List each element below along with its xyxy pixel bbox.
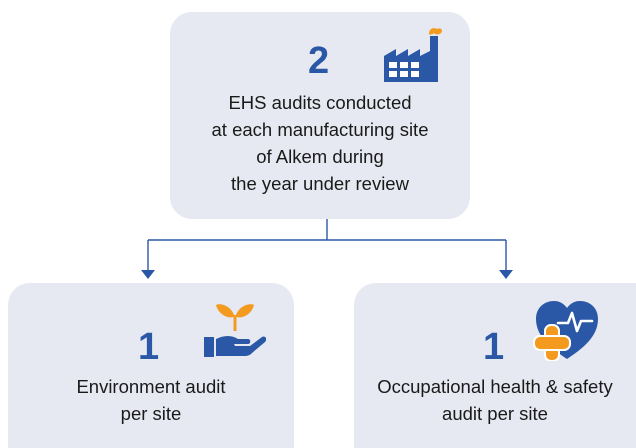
description-line: Occupational health & safety bbox=[377, 376, 613, 397]
audit-count-environment: 1 bbox=[138, 326, 160, 368]
environment-audit-description: Environment audit per site bbox=[8, 373, 294, 427]
description-line: of Alkem during bbox=[256, 146, 384, 167]
ehs-audits-card: 2 EHS audits conducted at each manufactu… bbox=[170, 12, 470, 219]
arrow-head-left bbox=[141, 270, 155, 279]
environment-audit-card: 1 Environment audit per site bbox=[8, 283, 294, 448]
description-line: per site bbox=[120, 403, 182, 424]
description-line: at each manufacturing site bbox=[211, 119, 429, 140]
description-line: audit per site bbox=[442, 403, 548, 424]
ohs-audit-card: 1 Occupational health & safety audit per… bbox=[354, 283, 636, 448]
description-line: EHS audits conducted bbox=[228, 92, 412, 113]
ehs-audits-description: EHS audits conducted at each manufacturi… bbox=[170, 89, 470, 197]
ohs-audit-description: Occupational health & safety audit per s… bbox=[354, 373, 636, 427]
arrow-head-right bbox=[499, 270, 513, 279]
description-line: Environment audit bbox=[76, 376, 226, 397]
heart-health-icon bbox=[533, 301, 598, 361]
description-line: the year under review bbox=[231, 173, 409, 194]
audit-count-ohs: 1 bbox=[483, 326, 505, 368]
audit-count-total: 2 bbox=[308, 40, 330, 82]
plant-in-hand-icon bbox=[204, 304, 266, 357]
factory-icon bbox=[384, 28, 443, 82]
